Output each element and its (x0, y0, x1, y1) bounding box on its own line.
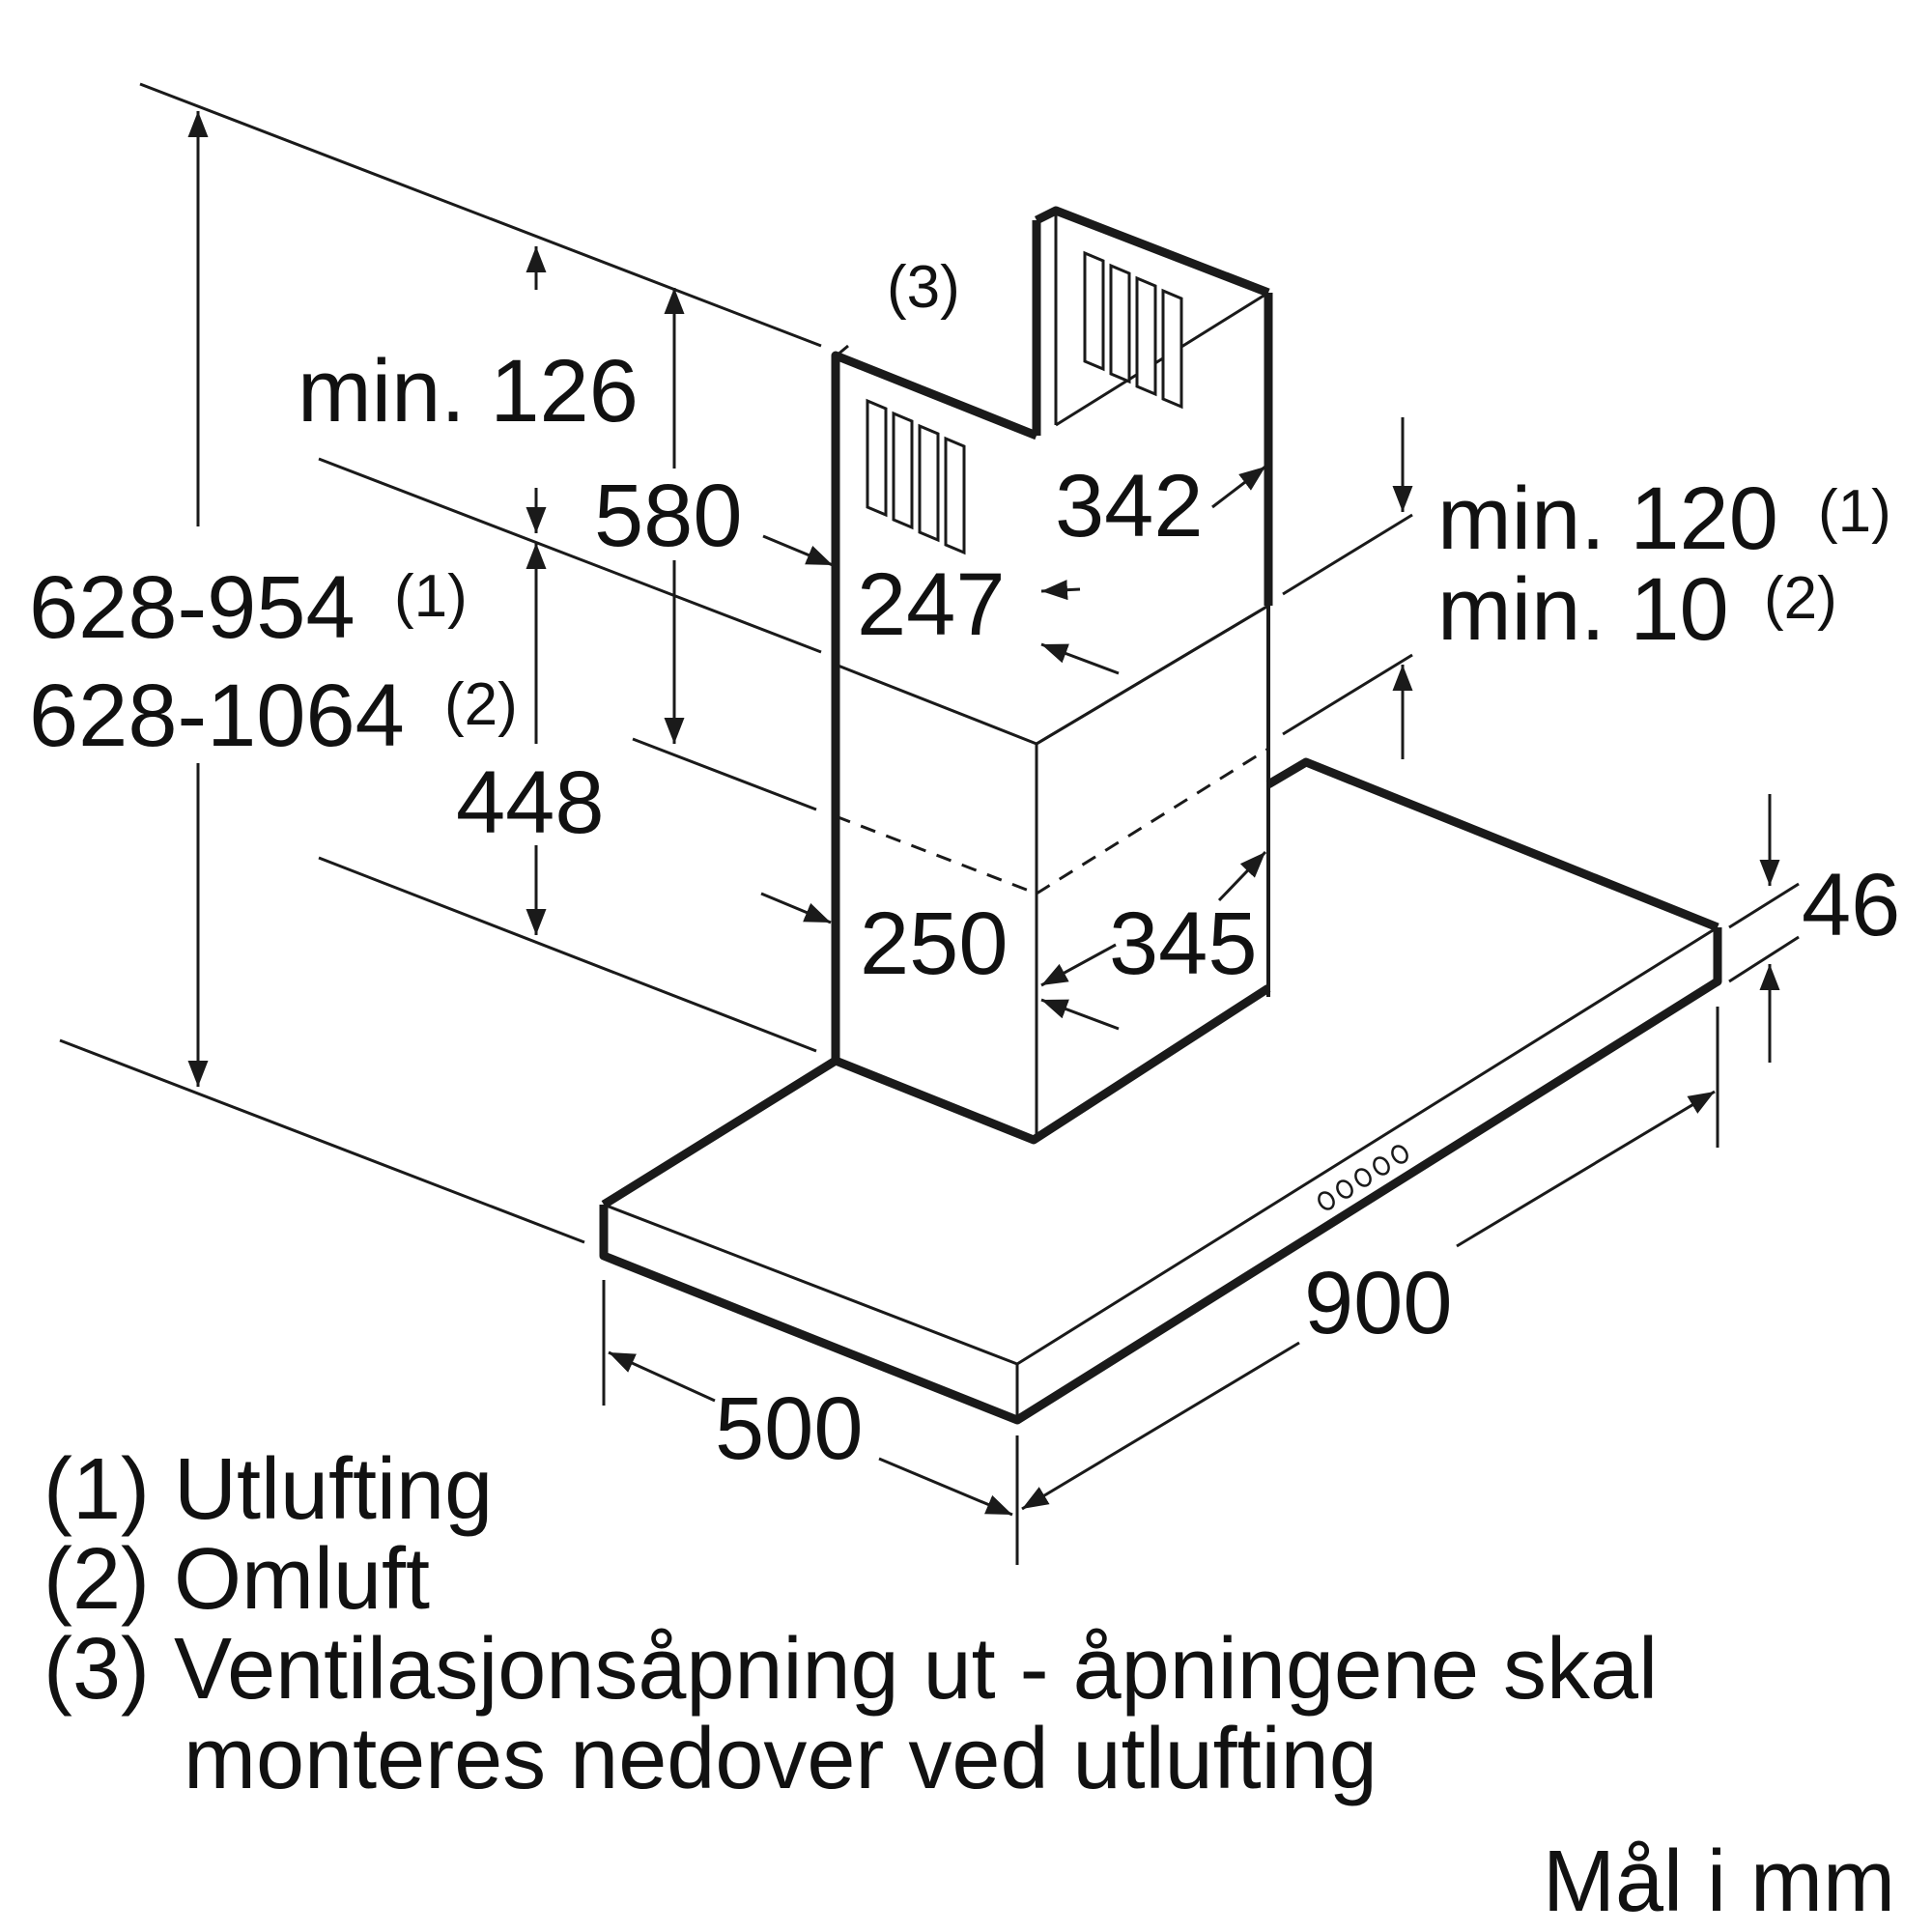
legend-line-1: (1) Utlufting (43, 1441, 493, 1538)
dim-min-10-note: (2) (1764, 565, 1837, 632)
legend-line-2: (2) Omluft (43, 1531, 430, 1628)
dim-min-10: min. 10 (1437, 560, 1729, 659)
dim-900: 900 (1304, 1254, 1453, 1352)
dim-342: 342 (1055, 457, 1204, 555)
hood-canopy (599, 757, 1722, 1425)
dim-247: 247 (857, 555, 1006, 654)
dim-min-120-note: (1) (1818, 478, 1891, 545)
dim-min-126: min. 126 (298, 342, 639, 440)
dimension-arrows (187, 111, 1780, 1517)
legend-line-4: monteres nedover ved utlufting (184, 1711, 1378, 1807)
dim-46: 46 (1802, 856, 1900, 954)
control-buttons (1318, 1145, 1408, 1210)
dimension-labels: (3) min. 126 580 342 247 min. 120 (1) mi… (29, 254, 1900, 1478)
dim-height-range-2-note: (2) (444, 671, 518, 738)
legend: (1) Utlufting (2) Omluft (3) Ventilasjon… (43, 1441, 1895, 1930)
vent-slots-right (1083, 250, 1183, 410)
dim-250: 250 (860, 895, 1009, 993)
units-note: Mål i mm (1543, 1833, 1895, 1930)
dim-min-120: min. 120 (1437, 469, 1778, 568)
dim-448: 448 (456, 753, 605, 852)
dim-580: 580 (594, 467, 743, 565)
dim-500: 500 (715, 1379, 864, 1478)
reference-lines (59, 82, 1800, 1565)
vent-slots-left (866, 398, 966, 555)
chimney-upper (831, 206, 1273, 746)
callout-3-label: (3) (887, 254, 960, 321)
legend-line-3: (3) Ventilasjonsåpning ut - åpningene sk… (43, 1621, 1658, 1718)
dim-height-range-1-note: (1) (394, 563, 468, 630)
dim-height-range-1: 628-954 (29, 558, 355, 657)
dim-height-range-2: 628-1064 (29, 667, 405, 765)
dim-345: 345 (1109, 895, 1258, 993)
chimney-lower (831, 604, 1270, 1140)
